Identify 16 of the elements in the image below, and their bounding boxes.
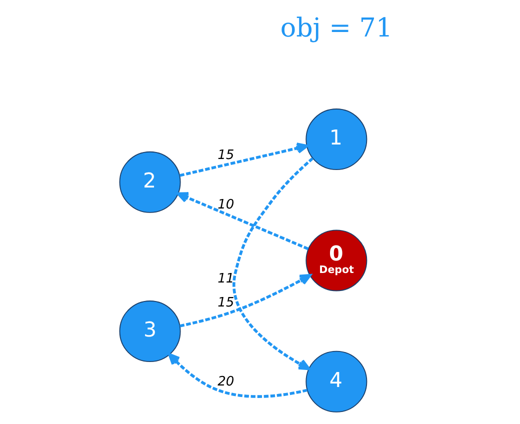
- arrow: [168, 353, 308, 398]
- edge-label: 11: [218, 272, 234, 287]
- arrow: [180, 274, 312, 328]
- node-circle: 2: [119, 151, 181, 213]
- node-circle: 1: [306, 108, 368, 170]
- node-circle: 0 Depot: [306, 230, 368, 292]
- edge-label: 10: [218, 197, 234, 212]
- arrow: [176, 192, 309, 250]
- label: obj = 71: [280, 14, 392, 44]
- node-circle: 3: [119, 300, 181, 362]
- edge-label: 15: [218, 148, 234, 164]
- edge-label: 15: [218, 295, 234, 310]
- arrow: [232, 157, 314, 370]
- arrow: [179, 142, 308, 177]
- edge-label: 20: [218, 374, 234, 390]
- node-circle: 4: [306, 350, 368, 412]
